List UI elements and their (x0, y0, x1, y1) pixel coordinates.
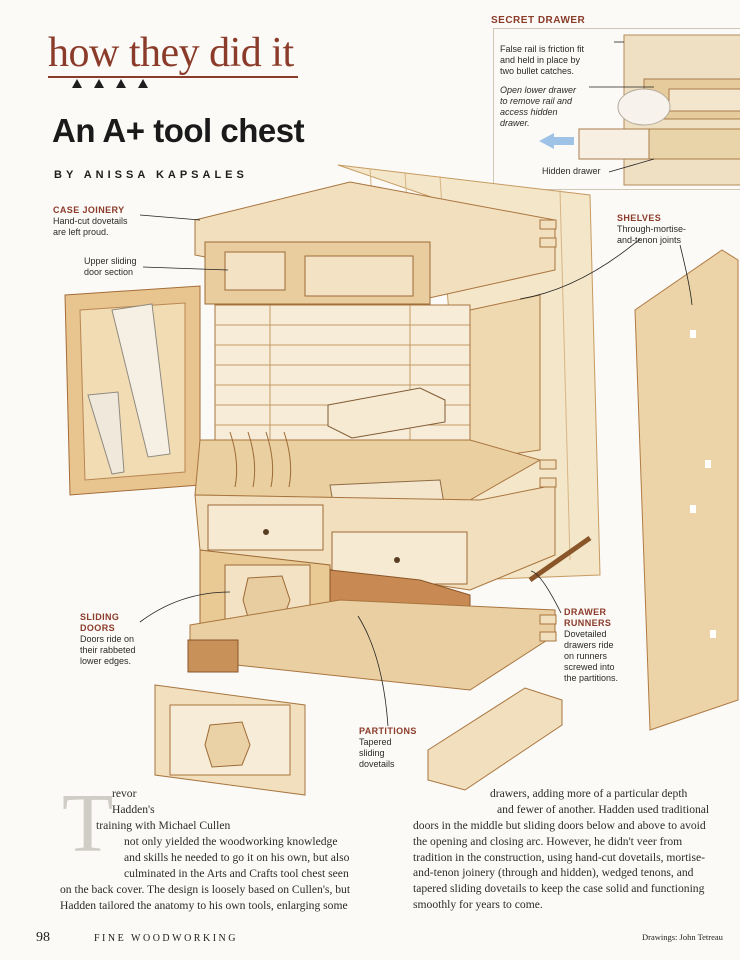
callout-sliding-doors: SLIDING DOORS Doors ride on their rabbet… (80, 612, 136, 666)
drop-cap: T (62, 777, 114, 870)
magazine-name: FINE WOODWORKING (94, 933, 238, 944)
kicker-triangle (116, 79, 126, 88)
tool-chest-illustration (64, 164, 739, 796)
kicker-triangle (72, 79, 82, 88)
body-col2-rest: doors in the middle but sliding doors be… (413, 819, 706, 911)
callout-case-joinery: CASE JOINERY Hand-cut dovetails are left… (53, 205, 128, 237)
article-title: An A+ tool chest (52, 112, 305, 149)
body-col2-start: drawers, adding more of a particular dep… (490, 787, 688, 800)
body-col1-rest: not only yielded the woodworking knowled… (124, 835, 350, 880)
secret-drawer-note-2: Open lower drawer to remove rail and acc… (500, 85, 577, 128)
secret-drawer-illustration (539, 34, 740, 186)
callout-drawer-runners: DRAWER RUNNERS Dovetailed drawers ride o… (564, 607, 619, 683)
body-col1-mid: training with Michael Cullen (96, 819, 231, 832)
byline: BY ANISSA KAPSALES (54, 169, 248, 181)
page-number: 98 (36, 930, 50, 945)
callout-upper-sliding: Upper sliding door section (84, 256, 137, 277)
callout-shelves: SHELVES Through-mortise- and-tenon joint… (617, 213, 687, 245)
secret-drawer-inset (493, 28, 740, 190)
body-col1-intro: revor Hadden's (112, 787, 155, 816)
body-col2-line2: and fewer of another. Hadden used tradit… (497, 803, 710, 816)
hidden-drawer-label: Hidden drawer (542, 166, 601, 176)
secret-drawer-title: SECRET DRAWER (491, 15, 586, 26)
illustration-credit: Drawings: John Tetreau (642, 932, 723, 942)
body-col1-end: on the back cover. The design is loosely… (60, 883, 351, 912)
kicker-rule (48, 76, 298, 78)
kicker-triangle (138, 79, 148, 88)
kicker-triangle (94, 79, 104, 88)
callout-partitions: PARTITIONS Tapered sliding dovetails (359, 726, 417, 769)
section-kicker: how they did it (48, 30, 294, 76)
secret-drawer-note-1: False rail is friction fit and held in p… (500, 44, 585, 76)
